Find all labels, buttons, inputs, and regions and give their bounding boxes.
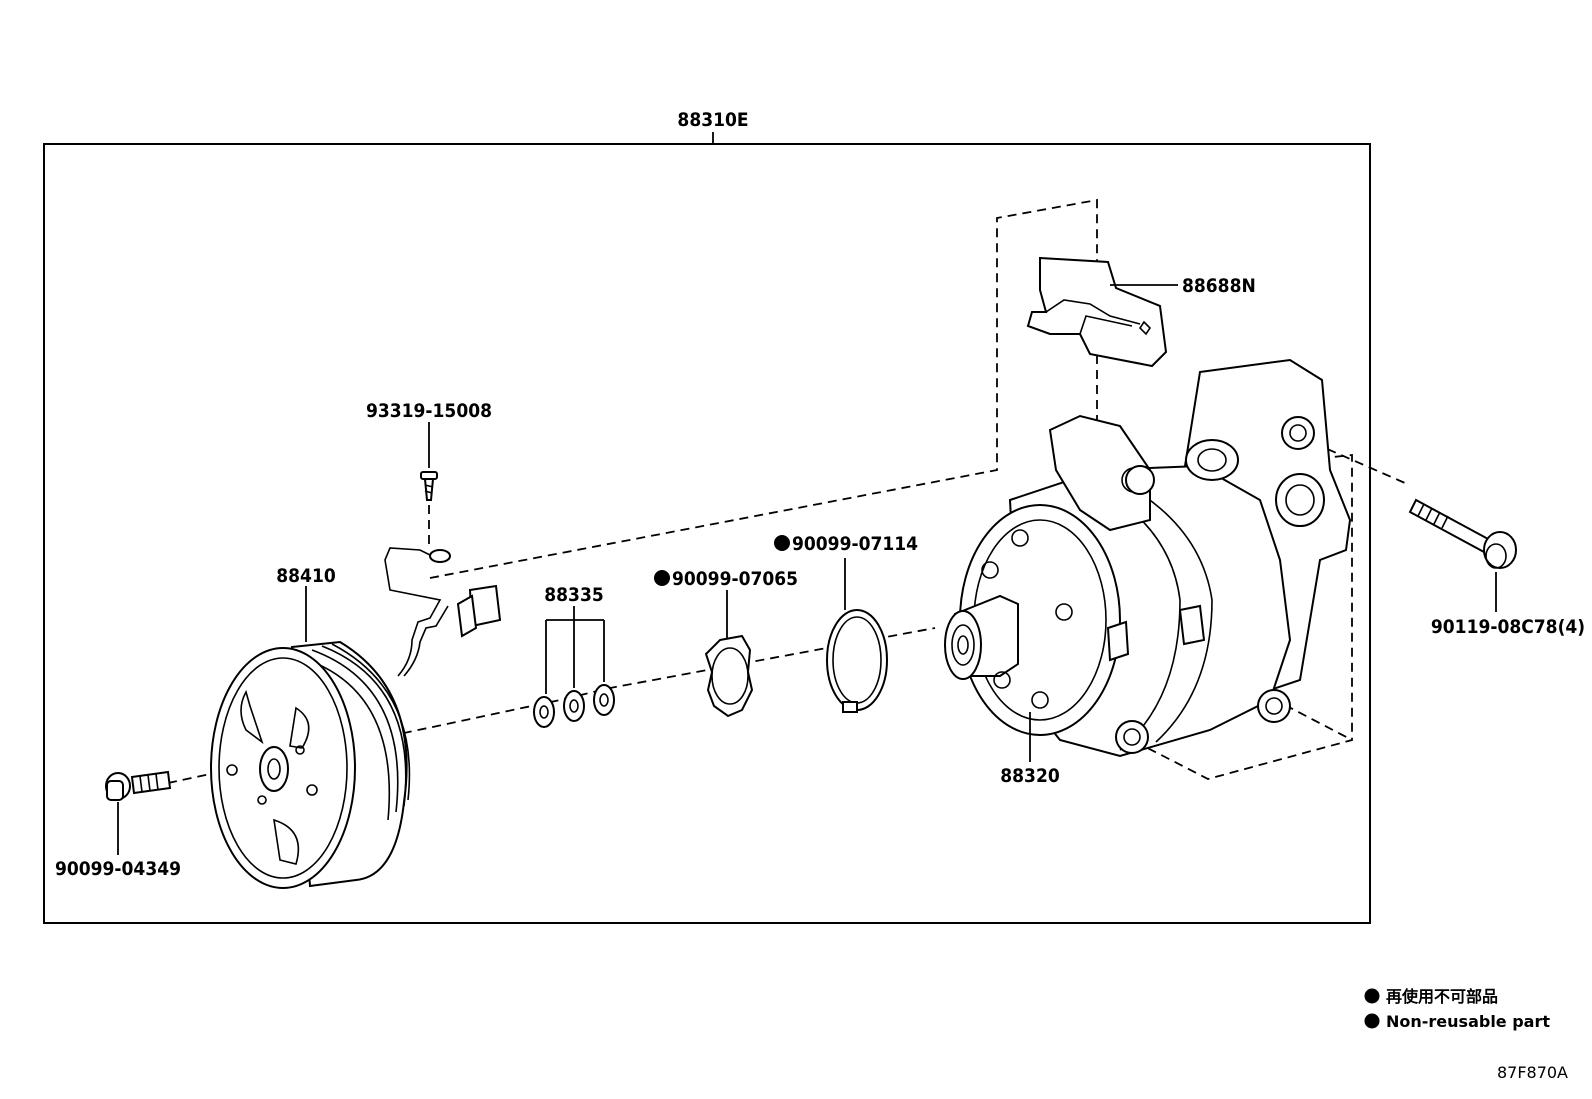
label-mount-bolt: 90119-08C78(4) [1431,616,1585,638]
label-o-ring: 90099-07114 [792,533,918,555]
legend-marker-2 [1364,1013,1380,1029]
shims-88335 [533,684,615,728]
legend-english: Non-reusable part [1386,1012,1550,1031]
clutch-pulley-88410 [210,640,411,889]
snap-ring-90099-07065 [704,634,754,718]
o-ring-90099-07114 [826,609,888,713]
mount-bolt-90119-08C78 [1408,498,1517,569]
label-screw: 93319-15008 [366,400,492,422]
bolt-90099-04349 [105,770,172,801]
assembly-label: 88310E [677,109,748,131]
screw-93319-15008 [420,471,438,501]
bracket-88688N [1026,256,1168,368]
legend: 再使用不可部品 Non-reusable part [1364,987,1550,1031]
legend-marker-1 [1364,988,1380,1004]
compressor-88320 [944,358,1352,758]
assembly-frame [43,143,1371,924]
label-shims: 88335 [544,584,603,606]
non-reusable-marker-o-ring [774,535,790,551]
label-compressor: 88320 [1000,765,1060,787]
label-pulley: 88410 [276,565,336,587]
illustration-code: 87F870A [1497,1063,1568,1082]
legend-japanese: 再使用不可部品 [1386,987,1498,1006]
label-center-bolt: 90099-04349 [55,858,181,880]
label-bracket: 88688N [1182,275,1256,297]
non-reusable-marker-snap-ring [654,570,670,586]
clutch-wire-harness [384,547,502,677]
label-snap-ring: 90099-07065 [672,568,798,590]
